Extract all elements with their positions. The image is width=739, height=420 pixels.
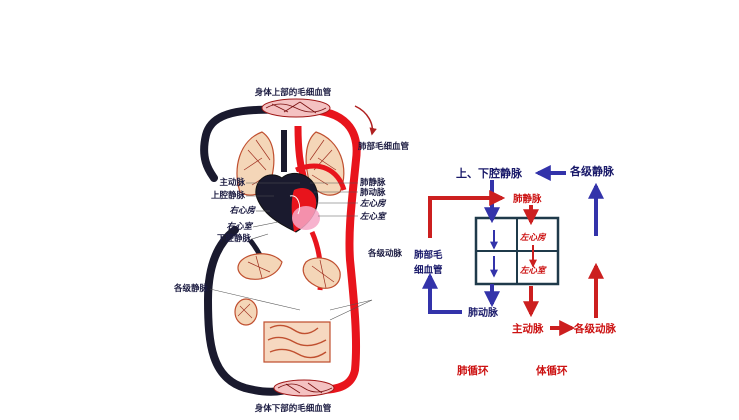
label-inferior-vena-cava: 下腔静脉	[217, 233, 252, 244]
flow-chart: 上、下腔静脉 各级静脉 肺静脉 左心房 左心室 肺部毛 细血管 肺动脉 主动脉 …	[413, 164, 616, 377]
label-left-ventricle: 左心室	[360, 211, 387, 222]
flow-left-atrium: 左心房	[520, 232, 547, 243]
label-pulmonary-vein: 肺静脉	[360, 177, 386, 188]
flow-pulmonary-artery: 肺动脉	[468, 306, 499, 319]
flow-vena-cava: 上、下腔静脉	[456, 166, 523, 180]
stomach	[302, 257, 341, 289]
label-left-atrium: 左心房	[360, 198, 387, 209]
label-aorta: 主动脉	[219, 177, 245, 188]
flow-arrow-top	[354, 105, 377, 136]
vein-outer-loop	[200, 105, 296, 396]
flow-lung-capillaries-line1: 肺部毛	[413, 249, 443, 261]
red-flow-arrows	[428, 190, 604, 336]
label-arteries: 各级动脉	[367, 248, 403, 259]
kidney	[234, 298, 258, 326]
intestines	[263, 321, 331, 363]
flow-veins: 各级静脉	[569, 164, 615, 178]
leader-lines	[209, 182, 373, 321]
flow-arteries: 各级动脉	[573, 322, 616, 335]
label-top-capillaries: 身体上部的毛细血管	[254, 87, 332, 98]
label-lung-capillaries: 肺部毛细血管	[358, 141, 410, 152]
liver	[237, 253, 283, 280]
label-right-atrium: 右心房	[229, 205, 256, 216]
heart	[255, 172, 320, 233]
lungs	[236, 131, 345, 196]
flow-left-ventricle: 左心室	[520, 265, 547, 276]
label-bottom-capillaries: 身体下部的毛细血管	[254, 403, 332, 414]
anatomy-illustration: 身体上部的毛细血管 肺部毛细血管 主动脉 上腔静脉 右心房 右心室 下腔静脉 肺…	[173, 87, 410, 414]
flow-lung-capillaries-line2: 细血管	[414, 264, 443, 276]
label-right-ventricle: 右心室	[226, 221, 253, 232]
label-pulmonary-artery: 肺动脉	[360, 187, 386, 198]
top-capillary-bed	[261, 98, 331, 118]
label-systemic-circulation: 体循环	[536, 364, 568, 377]
label-superior-vena-cava: 上腔静脉	[211, 190, 246, 201]
label-veins: 各级静脉	[173, 283, 209, 294]
label-pulmonary-circulation: 肺循环	[457, 364, 489, 377]
bottom-capillary-bed	[273, 379, 335, 397]
artery-outer-loop	[301, 106, 361, 394]
flow-pulmonary-vein: 肺静脉	[512, 193, 542, 205]
flow-aorta: 主动脉	[512, 322, 544, 335]
